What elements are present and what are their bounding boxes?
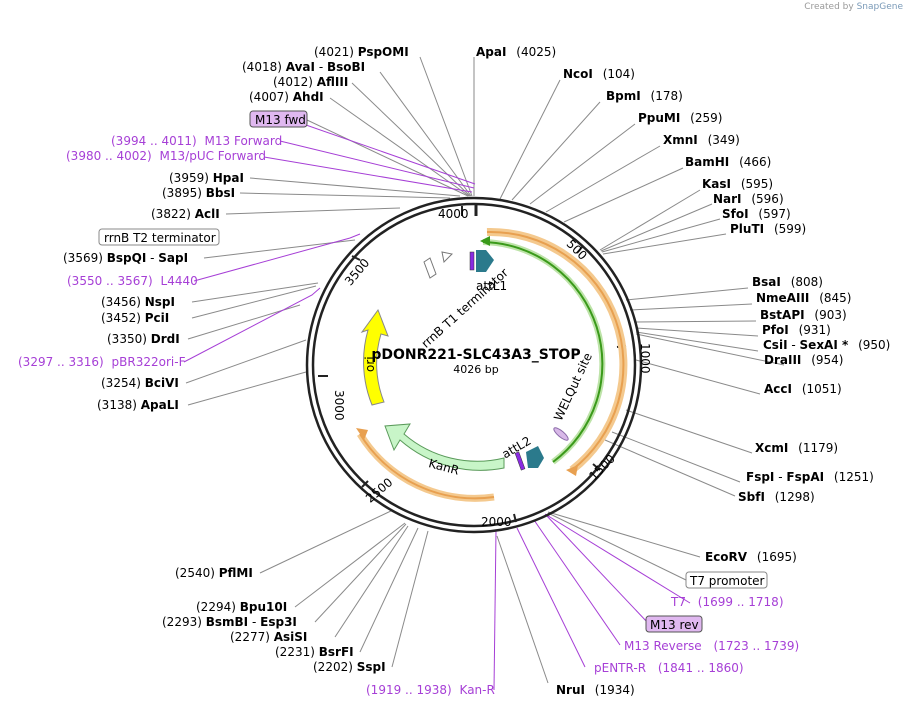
svg-text:M13 Reverse (1723 .. 1739): M13 Reverse (1723 .. 1739) xyxy=(624,639,799,653)
rrnb-t1-arrow xyxy=(423,257,437,279)
svg-text:(3994 .. 4011) M13 Forward: (3994 .. 4011) M13 Forward xyxy=(111,134,282,148)
backbone-outer xyxy=(305,196,643,534)
svg-text:NmeAIII (845): NmeAIII (845) xyxy=(756,291,851,305)
svg-text:T7 (1699 .. 1718): T7 (1699 .. 1718) xyxy=(670,595,784,609)
svg-text:(3138) ApaLI: (3138) ApaLI xyxy=(97,398,179,412)
tick-1000: 1000 xyxy=(638,343,652,374)
svg-text:(3895) BbsI: (3895) BbsI xyxy=(162,186,235,200)
ori-arrow xyxy=(360,308,389,406)
svg-text:(2277) AsiSI: (2277) AsiSI xyxy=(230,630,307,644)
m13rev-label: M13 rev xyxy=(650,618,699,632)
svg-text:SbfI (1298): SbfI (1298) xyxy=(738,490,815,504)
svg-text:(3550 .. 3567) L4440: (3550 .. 3567) L4440 xyxy=(67,274,198,288)
attl2-marker xyxy=(514,451,526,471)
left-enzymes: (4021) PspOMI (4018) AvaI - BsoBI (4012)… xyxy=(63,45,409,674)
attl1-label: attL1 xyxy=(476,279,507,293)
snapgene-credit: Created by SnapGene xyxy=(804,2,903,12)
boxed-labels: M13 fwd rrnB T2 terminator T7 promoter M… xyxy=(98,110,768,633)
right-enzymes: ApaI (4025) NcoI (104) BpmI (178) PpuMI … xyxy=(476,45,890,697)
tick-3000: 3000 xyxy=(332,390,346,421)
svg-text:(3254) BciVI: (3254) BciVI xyxy=(101,376,179,390)
svg-text:NruI (1934): NruI (1934) xyxy=(556,683,635,697)
svg-text:XmnI (349): XmnI (349) xyxy=(663,133,740,147)
svg-text:SfoI (597): SfoI (597) xyxy=(722,207,791,221)
kanr-arrow xyxy=(384,423,505,471)
t7-promoter-box xyxy=(685,571,768,589)
t7-promoter-label: T7 promoter xyxy=(689,574,765,588)
svg-text:(3822) AclI: (3822) AclI xyxy=(151,207,220,221)
svg-text:BamHI (466): BamHI (466) xyxy=(685,155,771,169)
welqut-marker xyxy=(553,427,569,441)
orange-arc-left xyxy=(359,433,495,500)
svg-text:BpmI (178): BpmI (178) xyxy=(606,89,683,103)
plasmid-size: 4026 bp xyxy=(453,363,498,376)
m13rev-box xyxy=(645,615,703,633)
svg-text:(4007) AhdI: (4007) AhdI xyxy=(249,90,324,104)
ori-label: ori xyxy=(363,356,377,372)
rrnb-t1-arrow2 xyxy=(441,251,454,264)
svg-text:NarI (596): NarI (596) xyxy=(713,192,784,206)
svg-text:(2540) PflMI: (2540) PflMI xyxy=(175,566,253,580)
attl1-arrow xyxy=(476,250,494,272)
svg-text:AccI (1051): AccI (1051) xyxy=(764,382,842,396)
svg-text:CsiI - SexAI * (950): CsiI - SexAI * (950) xyxy=(763,338,890,352)
svg-text:PfoI (931): PfoI (931) xyxy=(762,323,831,337)
attl2-arrow xyxy=(526,446,544,468)
backbone-inner xyxy=(311,202,637,528)
svg-text:(1919 .. 1938) Kan-R: (1919 .. 1938) Kan-R xyxy=(366,683,495,697)
svg-text:(3456) NspI: (3456) NspI xyxy=(101,295,175,309)
svg-text:(2293) BsmBI - Esp3I: (2293) BsmBI - Esp3I xyxy=(162,615,297,629)
svg-text:(3297 .. 3316) pBR322ori-F: (3297 .. 3316) pBR322ori-F xyxy=(18,355,186,369)
attl1-marker xyxy=(469,251,475,271)
svg-text:(3959) HpaI: (3959) HpaI xyxy=(169,171,244,185)
rrnb-t2-box xyxy=(98,228,220,246)
svg-text:DraIII (954): DraIII (954) xyxy=(764,353,843,367)
leader-lines xyxy=(185,56,785,684)
svg-text:BstAPI (903): BstAPI (903) xyxy=(760,308,847,322)
svg-text:PpuMI (259): PpuMI (259) xyxy=(638,111,722,125)
svg-text:FspI - FspAI (1251): FspI - FspAI (1251) xyxy=(746,470,874,484)
rrnb-t2-label: rrnB T2 terminator xyxy=(104,231,216,245)
svg-text:KasI (595): KasI (595) xyxy=(702,177,773,191)
svg-text:(4018) AvaI - BsoBI: (4018) AvaI - BsoBI xyxy=(242,60,365,74)
svg-text:(3452) PciI: (3452) PciI xyxy=(101,311,169,325)
green-arc xyxy=(482,241,604,463)
orange-arc-right xyxy=(486,230,625,471)
svg-text:(3350) DrdI: (3350) DrdI xyxy=(107,332,180,346)
primer-labels: (3994 .. 4011) M13 Forward (3980 .. 4002… xyxy=(18,134,799,697)
tick-2000: 2000 xyxy=(481,515,512,529)
svg-text:(2231) BsrFI: (2231) BsrFI xyxy=(275,645,354,659)
green-arc-head xyxy=(480,236,490,246)
svg-text:(4012) AflIII: (4012) AflIII xyxy=(273,75,348,89)
svg-text:ApaI (4025): ApaI (4025) xyxy=(476,45,556,59)
svg-text:(2294) Bpu10I: (2294) Bpu10I xyxy=(196,600,287,614)
m13fwd-label: M13 fwd xyxy=(255,113,306,127)
tick-4000: 4000 xyxy=(438,207,469,221)
svg-text:(2202) SspI: (2202) SspI xyxy=(313,660,386,674)
primer-lines xyxy=(183,124,691,691)
svg-text:(3980 .. 4002) M13/pUC Forward: (3980 .. 4002) M13/pUC Forward xyxy=(66,149,266,163)
plasmid-name: pDONR221-SLC43A3_STOP xyxy=(371,347,580,363)
m13fwd-box xyxy=(249,110,308,128)
orange-arc-right-head xyxy=(566,465,578,476)
svg-text:(3569) BspQI - SapI: (3569) BspQI - SapI xyxy=(63,251,188,265)
svg-text:(4021) PspOMI: (4021) PspOMI xyxy=(314,45,409,59)
svg-text:PluTI (599): PluTI (599) xyxy=(730,222,806,236)
tick-marks xyxy=(318,206,627,523)
orange-arc-left-head xyxy=(356,428,368,440)
svg-text:BsaI (808): BsaI (808) xyxy=(752,275,823,289)
svg-text:XcmI (1179): XcmI (1179) xyxy=(755,441,838,455)
svg-text:NcoI (104): NcoI (104) xyxy=(563,67,635,81)
tick-3500: 3500 xyxy=(342,256,372,288)
svg-text:EcoRV (1695): EcoRV (1695) xyxy=(705,550,797,564)
svg-text:pENTR-R (1841 .. 1860): pENTR-R (1841 .. 1860) xyxy=(594,661,744,675)
